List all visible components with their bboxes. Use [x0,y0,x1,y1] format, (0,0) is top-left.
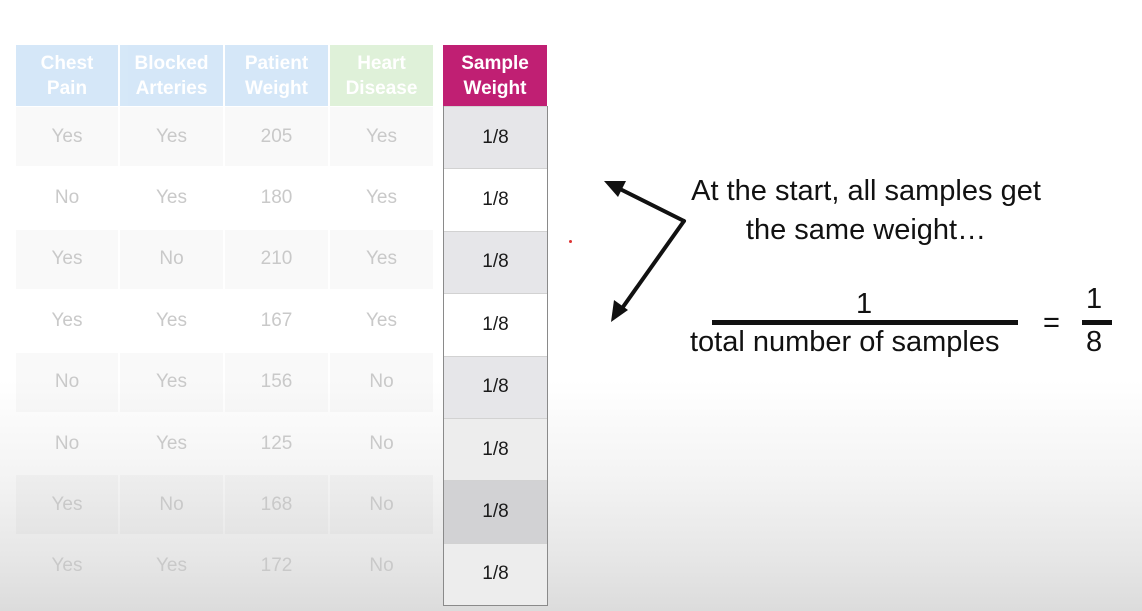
sample-weight-cell: 1/8 [444,293,547,356]
table-cell: No [120,230,223,289]
table-cell: Yes [156,555,187,577]
table-cell: No [330,475,433,534]
sample-weight-cell: 1/8 [444,168,547,231]
table-cell: Yes [16,475,118,534]
table-cell: Yes [16,230,118,289]
table-cell: 156 [225,353,328,412]
table-cell: Yes [120,107,223,166]
table-cell: No [54,432,80,454]
table-cell: No [369,432,394,454]
table-cell: No [54,186,80,208]
table-cell: Yes [51,555,83,577]
table-cell: No [16,353,118,412]
table-cell: Yes [330,107,433,166]
table-cell: 168 [225,475,328,534]
sample-weight-cell: 1/8 [444,230,547,294]
table-cell: Yes [156,309,187,331]
table-cell: Yes [51,309,83,331]
table-cell: 167 [260,309,293,331]
formula-equals: = [1043,307,1060,339]
formula-result-denominator: 8 [1086,326,1103,358]
formula-fraction-bar [712,320,1018,325]
table-cell: No [330,353,433,412]
sample-weight-cell: 1/8 [444,417,547,481]
arrow-upper-line [612,184,686,223]
table-cell: 205 [225,107,328,166]
table-cell: No [120,475,223,534]
formula-denominator: total number of samples [690,326,1000,358]
table-cell: Yes [120,353,223,412]
pointer-dot [569,240,572,243]
arrow-lower-head [611,300,628,322]
arrow-upper-head [604,181,626,197]
annotation-text: At the start, all samples get the same w… [666,172,1066,250]
arrow-lower-line [616,219,686,316]
table-cell: Yes [156,432,187,454]
sample-weight-cell: 1/8 [444,106,547,169]
table-cell: 172 [260,555,293,577]
formula-result-bar [1082,320,1112,325]
table-cell: 210 [225,230,328,289]
table-cell: Yes [16,107,118,166]
sample-weight-cell: 1/8 [444,355,547,418]
table-cell: Yes [366,186,397,208]
table-cell: No [369,555,394,577]
annotation-line-2: the same weight… [745,214,987,246]
table-cell: Yes [366,309,397,331]
sample-weight-cell: 1/8 [444,480,547,543]
annotation-line-1: At the start, all samples get [691,175,1041,207]
formula-result-numerator: 1 [1086,283,1103,315]
sample-weight-cell: 1/8 [444,542,547,606]
table-cell: 125 [260,432,293,454]
table-cell: Yes [330,230,433,289]
table-cell: 180 [260,186,293,208]
formula-numerator: 1 [856,288,873,320]
table-cell: Yes [156,186,187,208]
